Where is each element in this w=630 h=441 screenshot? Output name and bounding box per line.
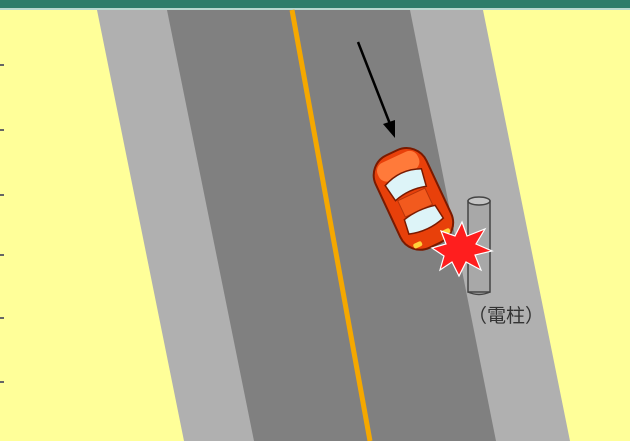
top-border: [0, 0, 630, 8]
pole-label: （電柱）: [468, 305, 544, 327]
top-border-highlight: [0, 8, 630, 10]
